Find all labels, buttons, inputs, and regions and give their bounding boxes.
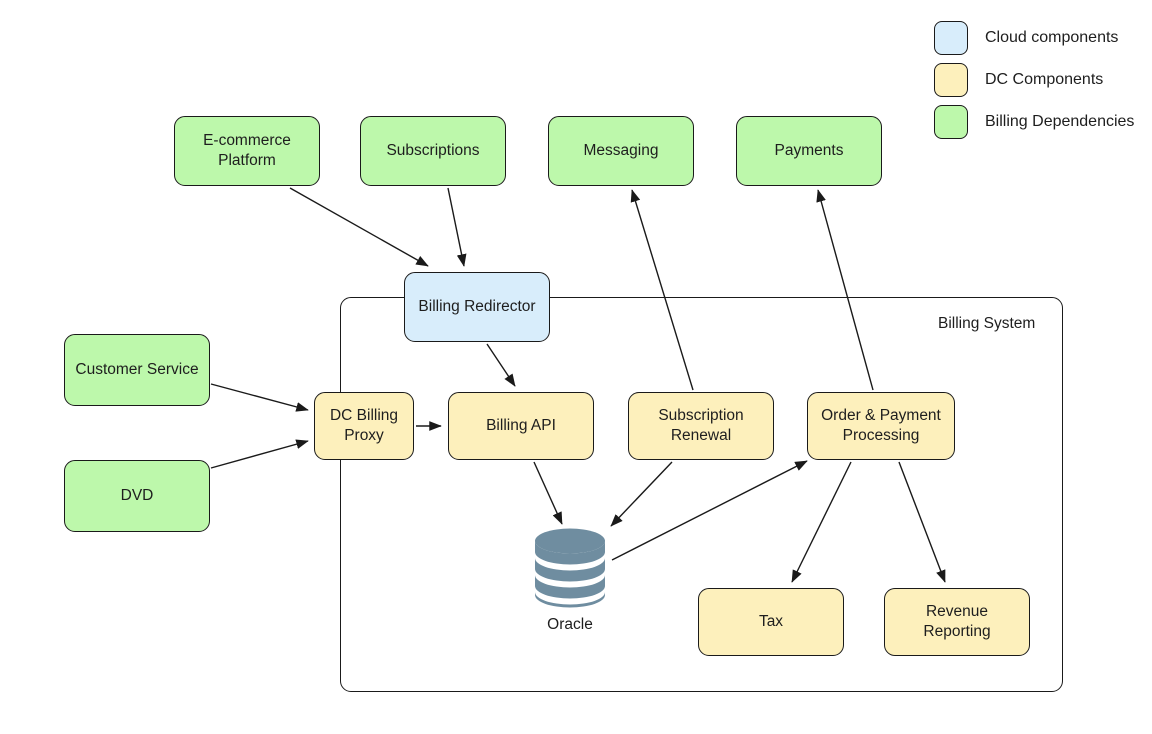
legend-row-0: Cloud components [934, 21, 1118, 55]
edge-ecommerce-to-redirector [289, 187, 429, 267]
node-renewal[interactable]: Subscription Renewal [628, 392, 774, 460]
legend-row-2: Billing Dependencies [934, 105, 1134, 139]
node-orderpay[interactable]: Order & Payment Processing [807, 392, 955, 460]
edge-subscriptions-to-redirector [447, 187, 467, 267]
legend-label-dc: DC Components [985, 71, 1104, 88]
node-dvd[interactable]: DVD [64, 460, 210, 532]
node-customer[interactable]: Customer Service [64, 334, 210, 406]
node-proxy[interactable]: DC Billing Proxy [314, 392, 414, 460]
node-revenue[interactable]: Revenue Reporting [884, 588, 1030, 656]
oracle-database-label: Oracle [547, 616, 593, 633]
legend-label-cloud: Cloud components [985, 29, 1119, 46]
edge-dvd-to-proxy [210, 439, 309, 469]
legend-row-1: DC Components [934, 63, 1103, 97]
node-messaging[interactable]: Messaging [548, 116, 694, 186]
legend-swatch-dependency [934, 105, 968, 139]
node-subscriptions[interactable]: Subscriptions [360, 116, 506, 186]
legend-swatch-dc [934, 63, 968, 97]
node-redirector[interactable]: Billing Redirector [404, 272, 550, 342]
node-billingapi[interactable]: Billing API [448, 392, 594, 460]
edge-customer-to-proxy [210, 383, 309, 412]
billing-system-container [340, 297, 1063, 692]
legend-swatch-cloud [934, 21, 968, 55]
oracle-database-icon [535, 528, 605, 608]
legend-label-dependency: Billing Dependencies [985, 113, 1135, 130]
node-payments[interactable]: Payments [736, 116, 882, 186]
node-ecommerce[interactable]: E-commerce Platform [174, 116, 320, 186]
node-tax[interactable]: Tax [698, 588, 844, 656]
billing-system-label: Billing System [938, 315, 1036, 332]
